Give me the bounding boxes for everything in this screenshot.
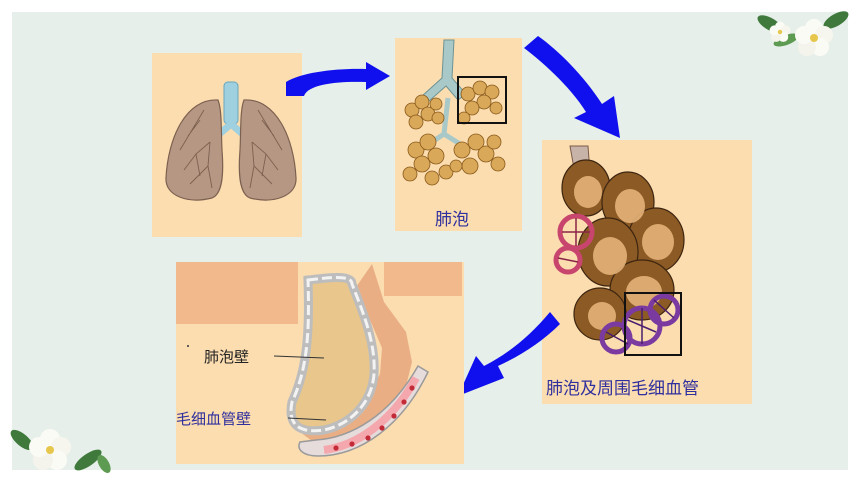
flower-decoration-top-right-icon xyxy=(757,11,849,56)
capillary-highlight-box xyxy=(624,292,682,356)
curved-arrow-icon xyxy=(458,312,560,396)
alveolar-wall-label: 肺泡壁 xyxy=(204,348,250,366)
curved-arrow-icon xyxy=(524,36,620,138)
lungs-illustration xyxy=(165,81,297,201)
capillary-wall-label: 毛细血管壁 xyxy=(176,410,252,428)
alveoli-capillaries-caption: 肺泡及周围毛细血管 xyxy=(546,379,699,399)
alveoli-caption: 肺泡 xyxy=(435,210,469,230)
flower-decoration-bottom-left-icon xyxy=(10,429,111,474)
alveoli-highlight-box xyxy=(457,76,507,124)
capillary-network-illustration xyxy=(553,145,685,355)
curved-arrow-icon xyxy=(286,62,390,96)
alveolus-cross-section-illustration xyxy=(176,262,462,457)
alveoli-panel xyxy=(395,38,522,231)
alveoli-cluster-illustration xyxy=(402,39,506,186)
